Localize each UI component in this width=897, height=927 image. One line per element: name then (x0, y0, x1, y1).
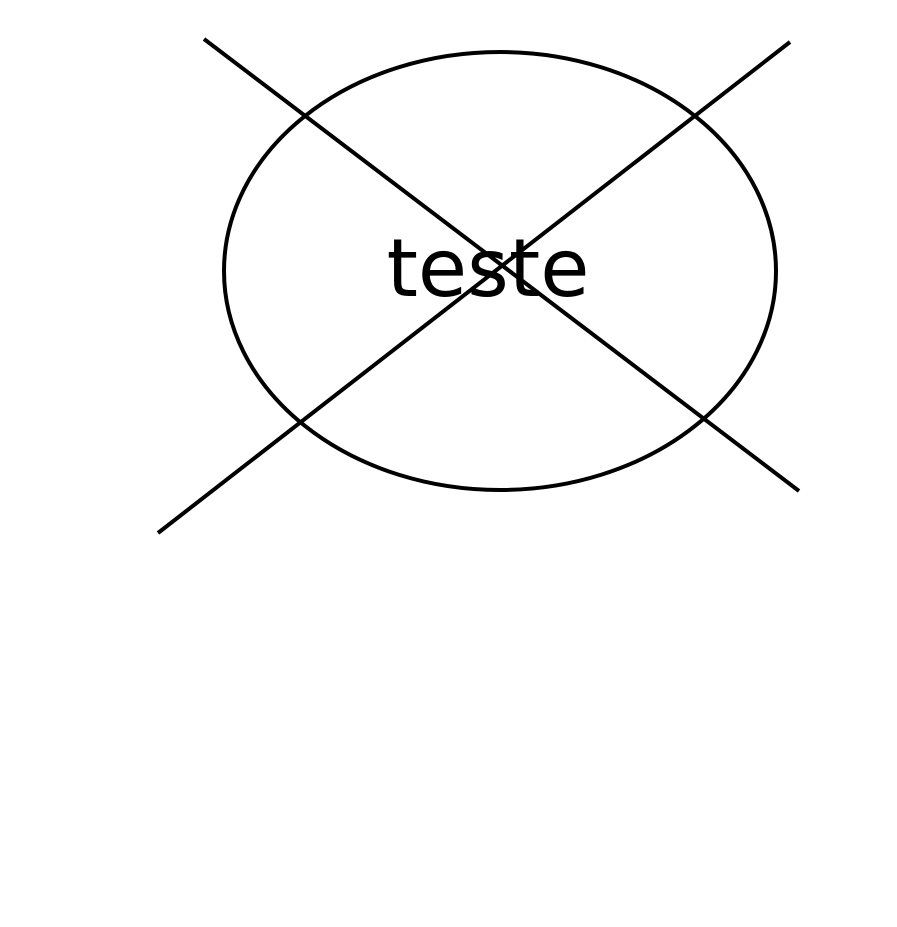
cross-line-ascending (156, 40, 792, 535)
ellipse-shape (222, 50, 778, 492)
ellipse-label: teste (387, 222, 590, 315)
